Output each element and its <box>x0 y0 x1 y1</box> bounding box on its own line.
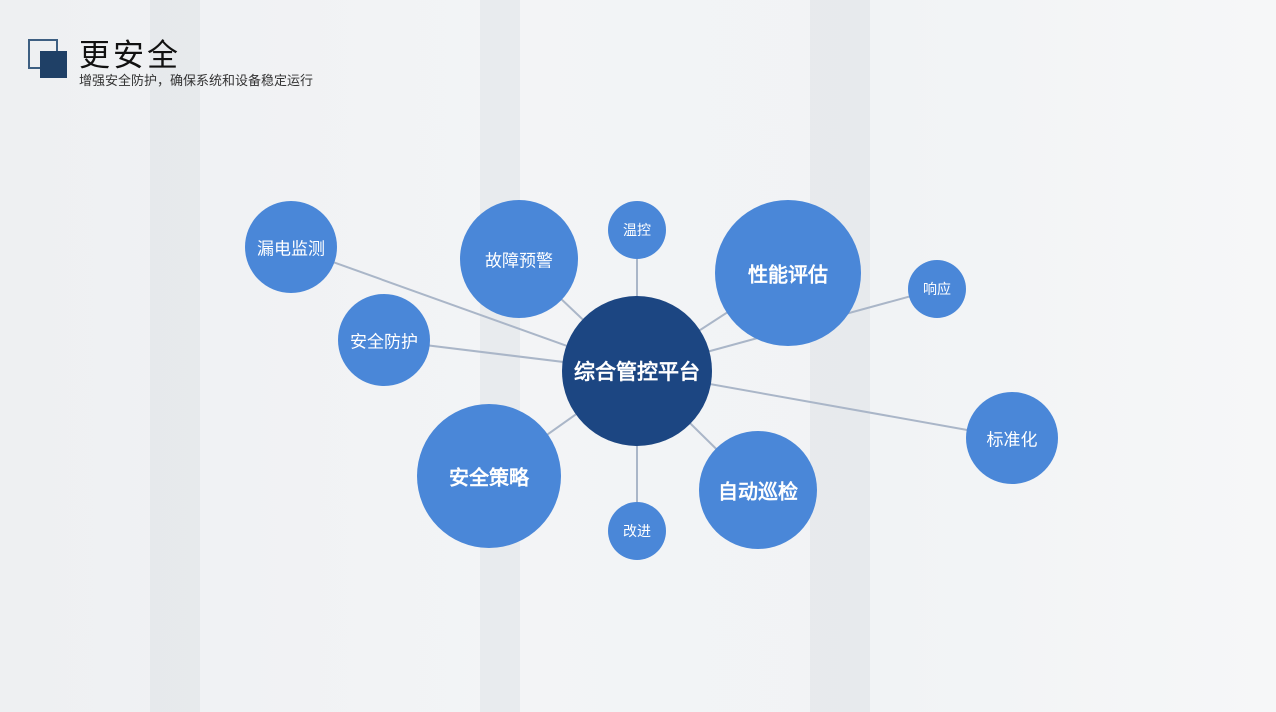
node-improve-label: 改进 <box>623 524 651 540</box>
node-std-label: 标准化 <box>986 430 1038 451</box>
node-patrol-circle <box>699 431 817 549</box>
node-protect-circle <box>338 294 430 386</box>
node-policy-label: 安全策略 <box>449 465 529 490</box>
node-temp-circle <box>608 201 666 259</box>
node-policy-circle <box>417 404 561 548</box>
node-temp-label: 温控 <box>623 223 651 239</box>
node-patrol-label: 自动巡检 <box>718 479 798 504</box>
center-node-label: 综合管控平台 <box>574 360 700 384</box>
node-perf-label: 性能评估 <box>748 262 828 287</box>
background-decoration <box>150 0 200 712</box>
page-title: 更安全 <box>79 38 181 74</box>
page-subtitle: 增强安全防护，确保系统和设备稳定运行 <box>79 74 314 89</box>
node-improve-circle <box>608 502 666 560</box>
node-fault-label: 故障预警 <box>485 251 553 272</box>
node-resp-label: 响应 <box>923 282 951 298</box>
node-fault-circle <box>460 200 578 318</box>
node-resp-circle <box>908 260 966 318</box>
logo-icon <box>28 39 68 79</box>
node-leak-label: 漏电监测 <box>257 239 325 260</box>
center-node-circle <box>562 296 712 446</box>
node-std-circle <box>966 392 1058 484</box>
background-decoration <box>810 0 870 712</box>
node-protect-label: 安全防护 <box>350 332 418 353</box>
node-leak-circle <box>245 201 337 293</box>
node-perf-circle <box>715 200 861 346</box>
